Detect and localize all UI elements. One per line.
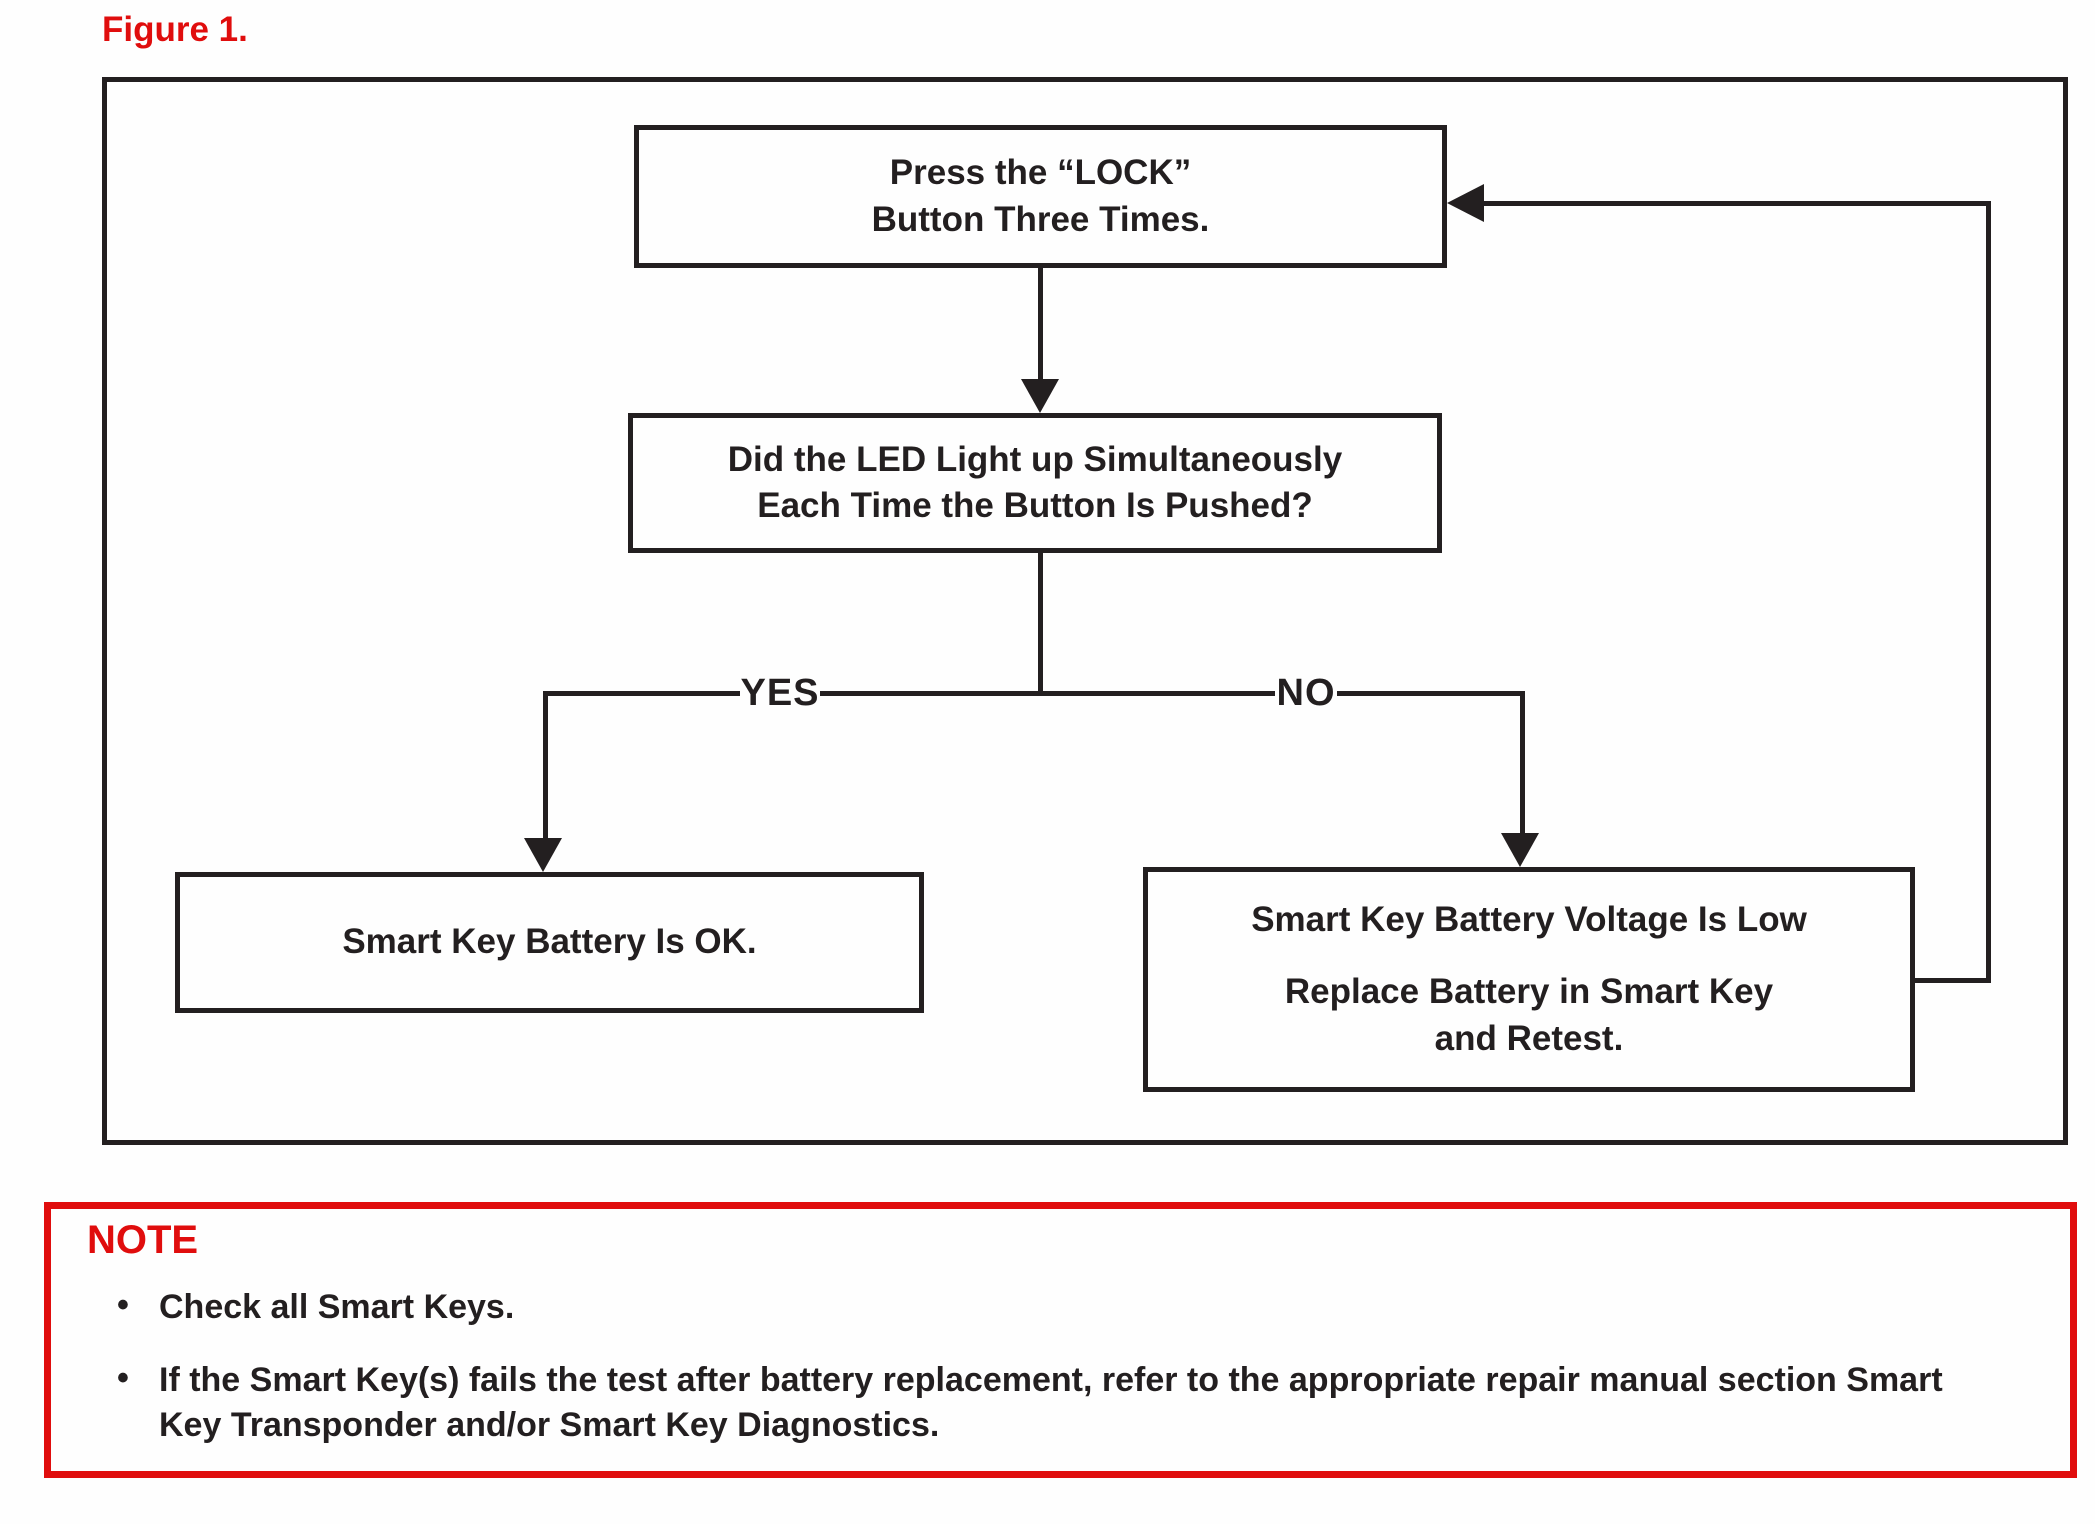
node-text-line: Button Three Times. [871, 199, 1210, 239]
flow-node-battery-ok: Smart Key Battery Is OK. [175, 872, 924, 1013]
branch-line-right-segment [1337, 691, 1525, 696]
arrow-left-icon [1447, 184, 1484, 222]
figure-label: Figure 1. [102, 10, 248, 49]
feedback-vertical [1986, 201, 1991, 983]
branch-label-no: NO [1276, 672, 1336, 714]
flow-node-press-lock: Press the “LOCK” Button Three Times. [634, 125, 1447, 268]
note-list: • Check all Smart Keys. • If the Smart K… [87, 1285, 2040, 1448]
connector-no-vertical [1520, 691, 1525, 833]
connector-top-vertical [1038, 266, 1043, 380]
node-text-line: Press the “LOCK” [889, 153, 1192, 193]
node-text-line: Did the LED Light up Simultaneously [727, 439, 1343, 479]
bullet-icon: • [117, 1286, 129, 1324]
note-heading: NOTE [87, 1218, 199, 1262]
note-box: NOTE • Check all Smart Keys. • If the Sm… [44, 1202, 2077, 1478]
arrow-down-icon [1501, 833, 1539, 867]
node-paragraph: Replace Battery in Smart Key and Retest. [1285, 969, 1773, 1061]
note-item-text: If the Smart Key(s) fails the test after… [159, 1360, 1943, 1444]
note-list-item: • Check all Smart Keys. [117, 1285, 1959, 1330]
note-item-text: Check all Smart Keys. [159, 1288, 515, 1326]
branch-line-left-segment [543, 691, 740, 696]
node-text-line: Replace Battery in Smart Key [1284, 972, 1774, 1012]
connector-yes-vertical [543, 691, 548, 838]
node-text-line: Smart Key Battery Voltage Is Low [1251, 900, 1807, 940]
node-text-line: Each Time the Button Is Pushed? [757, 486, 1313, 525]
feedback-stub-horizontal [1913, 978, 1991, 983]
bullet-icon: • [117, 1358, 129, 1397]
branch-line-middle-segment [820, 691, 1275, 696]
feedback-top-horizontal [1484, 201, 1991, 206]
node-text-line: Smart Key Battery Is OK. [342, 922, 757, 962]
node-text-line: and Retest. [1434, 1018, 1624, 1058]
connector-question-stem [1038, 551, 1043, 694]
arrow-down-icon [524, 838, 562, 872]
flow-node-led-question: Did the LED Light up Simultaneously Each… [628, 413, 1442, 553]
note-list-item: • If the Smart Key(s) fails the test aft… [117, 1358, 1959, 1448]
branch-label-yes: YES [740, 672, 820, 714]
arrow-down-icon [1021, 379, 1059, 413]
flow-node-battery-low: Smart Key Battery Voltage Is Low Replace… [1143, 867, 1915, 1092]
